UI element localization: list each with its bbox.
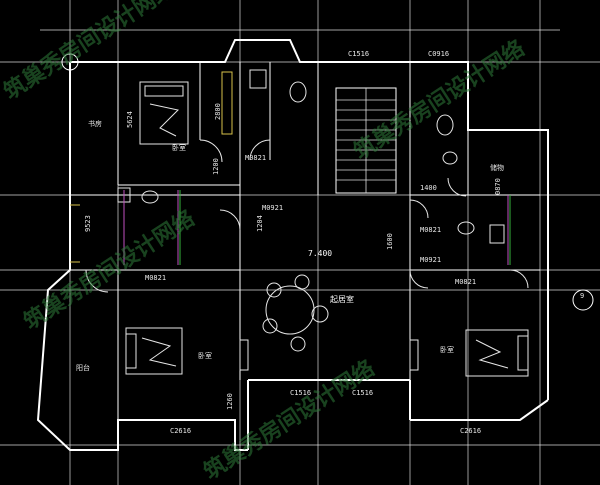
window-label-c2616-left: C2616 bbox=[170, 427, 191, 435]
dimension-labels: 2800 1200 1400 1600 1260 7.400 9523 5624… bbox=[84, 103, 584, 410]
room-label-study: 书房 bbox=[88, 119, 102, 128]
master-bed bbox=[139, 81, 189, 145]
axis-bubbles bbox=[61, 53, 594, 311]
room-label-living: 起居室 bbox=[330, 294, 354, 304]
door-label-m0821-left: M0821 bbox=[145, 274, 166, 282]
door-label-m0821-top: M0821 bbox=[245, 154, 266, 162]
window-label-c1516-bottom-a: C1516 bbox=[290, 389, 311, 397]
dim-1204: 1204 bbox=[256, 215, 264, 232]
room-label-store: 储物 bbox=[490, 163, 504, 172]
dim-2800: 2800 bbox=[214, 103, 222, 120]
dim-5624: 5624 bbox=[126, 111, 134, 128]
door-label-m0921-center: M0921 bbox=[262, 204, 283, 212]
staircase bbox=[335, 87, 397, 194]
watermark-text: 筑巢秀房间设计网络 bbox=[0, 0, 179, 105]
watermark-group: 筑巢秀房间设计网络 筑巢秀房间设计网络 筑巢秀房间设计网络 筑巢秀房间设计网络 bbox=[0, 0, 529, 485]
living-sofa-set bbox=[262, 274, 329, 352]
door-label-m0921-right-b: M0921 bbox=[420, 256, 441, 264]
level-mark: 7.400 bbox=[308, 249, 332, 258]
room-label-balcony: 阳台 bbox=[76, 363, 90, 372]
exterior-walls bbox=[36, 39, 549, 451]
dim-9523: 9523 bbox=[84, 215, 92, 232]
room-labels: 卧室 卧室 卧室 起居室 书房 阳台 储物 bbox=[76, 119, 504, 372]
cad-accent-lines bbox=[70, 71, 511, 265]
window-label-c1516-top: C1516 bbox=[348, 50, 369, 58]
dim-1260: 1260 bbox=[226, 393, 234, 410]
room-label-right-bedroom: 卧室 bbox=[440, 345, 454, 354]
axis-number-9: 9 bbox=[580, 292, 584, 300]
window-labels: C1516 C0916 C1516 C1516 C2616 C2616 bbox=[170, 50, 481, 435]
window-label-c1516-bottom-b: C1516 bbox=[352, 389, 373, 397]
window-label-c2616-right: C2616 bbox=[460, 427, 481, 435]
door-label-m0821-right-a: M0821 bbox=[420, 226, 441, 234]
dim-1200: 1200 bbox=[212, 158, 220, 175]
dim-0870: 0870 bbox=[494, 178, 502, 195]
door-label-m0821-right-c: M0821 bbox=[455, 278, 476, 286]
right-bed bbox=[465, 329, 529, 377]
dim-1400: 1400 bbox=[420, 184, 437, 192]
room-label-master-bedroom: 卧室 bbox=[172, 143, 186, 152]
dim-1600: 1600 bbox=[386, 233, 394, 250]
left-bed bbox=[125, 327, 183, 375]
door-labels: M0821 M0921 M0821 M0821 M0921 M0821 bbox=[145, 154, 476, 286]
window-label-c0916-top: C0916 bbox=[428, 50, 449, 58]
room-label-left-bedroom: 卧室 bbox=[198, 351, 212, 360]
door-swings bbox=[85, 139, 529, 293]
